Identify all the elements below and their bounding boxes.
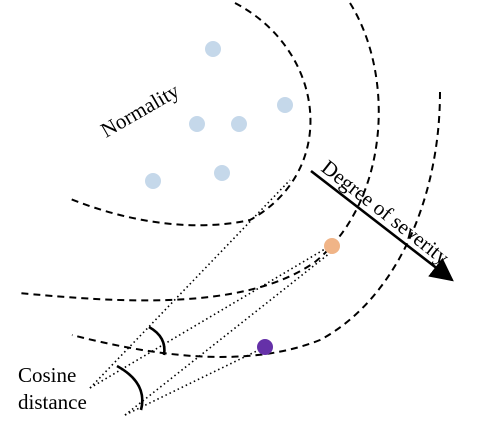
distance-label: distance [18,390,87,414]
normal-point [277,97,293,113]
small-angle-arc [148,325,166,356]
cosine-label: Cosine [18,363,76,387]
mild-anomaly-ray [89,245,331,389]
normality-label: Normality [97,78,184,142]
normal-point [189,116,205,132]
second-severity-contour [71,91,441,358]
severity-label: Degree of severity [317,155,454,270]
large-angle-arc [116,364,144,411]
normal-point [214,165,230,181]
normality-contour [67,2,312,227]
normal-point [145,173,161,189]
normal-points [145,41,293,189]
normal-ray [89,179,291,389]
severe-anomaly-ray [124,346,266,416]
severe-anomaly-point [257,339,273,355]
first-severity-contour [17,2,380,302]
normal-point [231,116,247,132]
severity-arrow [310,169,454,282]
normal-point [205,41,221,57]
mild-anomaly-point [324,238,340,254]
